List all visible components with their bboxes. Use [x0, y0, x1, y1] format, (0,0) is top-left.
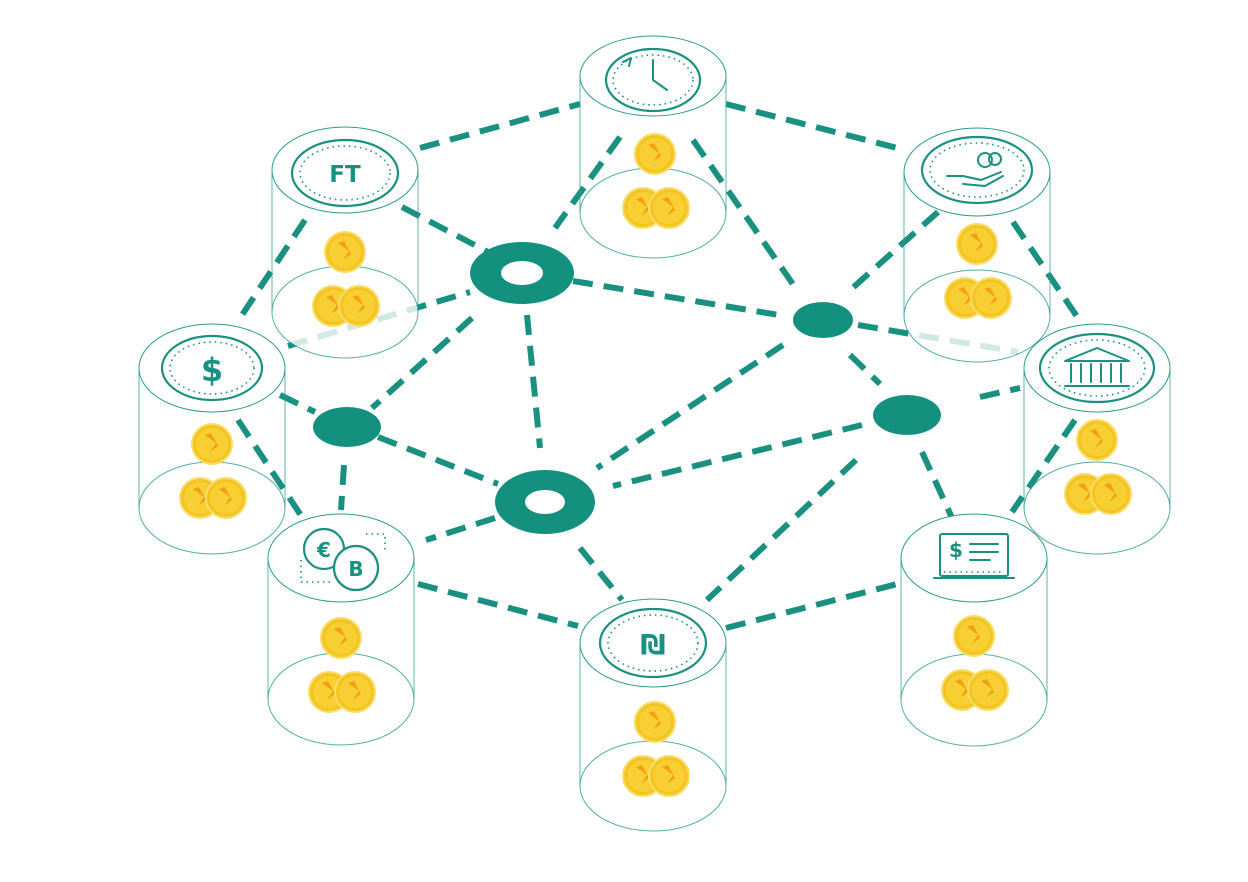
link-dotl-euro — [341, 465, 344, 510]
link-dotrb-shekel — [707, 460, 856, 600]
link-shekel-invoice — [726, 582, 905, 628]
svg-text:€: € — [316, 538, 331, 562]
link-euro-shekel — [418, 584, 578, 626]
hub-ring-top — [470, 242, 574, 304]
link-dotrb-invoice — [922, 452, 953, 520]
link-hubtop-dotr — [573, 281, 785, 316]
link-hand-dotr — [848, 212, 938, 292]
hub-dot-right-bottom — [873, 395, 941, 435]
cylinder-dollar: $ — [139, 324, 285, 554]
shekel-icon: ₪ — [640, 628, 665, 661]
link-hubtop-hubbot — [527, 315, 540, 448]
cylinder-shekel: ₪ — [580, 599, 726, 831]
svg-text:B: B — [348, 557, 363, 581]
cylinder-hand-coins — [904, 128, 1050, 362]
link-dotrb-bank — [980, 388, 1020, 397]
hub-dot-left — [313, 407, 381, 447]
link-clock-hand — [726, 104, 905, 150]
cylinder-invoice: $ — [901, 514, 1047, 746]
cylinder-clock — [580, 36, 726, 258]
hub-ring-bottom — [495, 470, 595, 534]
cylinder-bank — [1024, 324, 1170, 554]
hub-dot-right-top — [793, 302, 853, 338]
cylinder-euro-bitcoin: € B — [268, 514, 414, 745]
link-dotl-hubbot — [378, 437, 498, 484]
dollar-icon: $ — [201, 351, 223, 389]
cylinder-ft: FT — [272, 127, 418, 358]
link-ft-clock — [420, 104, 580, 148]
link-hubbot-euro — [426, 518, 495, 540]
link-hubbot-shekel — [580, 548, 622, 600]
svg-text:$: $ — [949, 538, 963, 562]
link-dotr-dotrb — [850, 355, 880, 384]
link-ft-hubtop — [402, 207, 488, 252]
ft-text-icon: FT — [329, 162, 361, 188]
